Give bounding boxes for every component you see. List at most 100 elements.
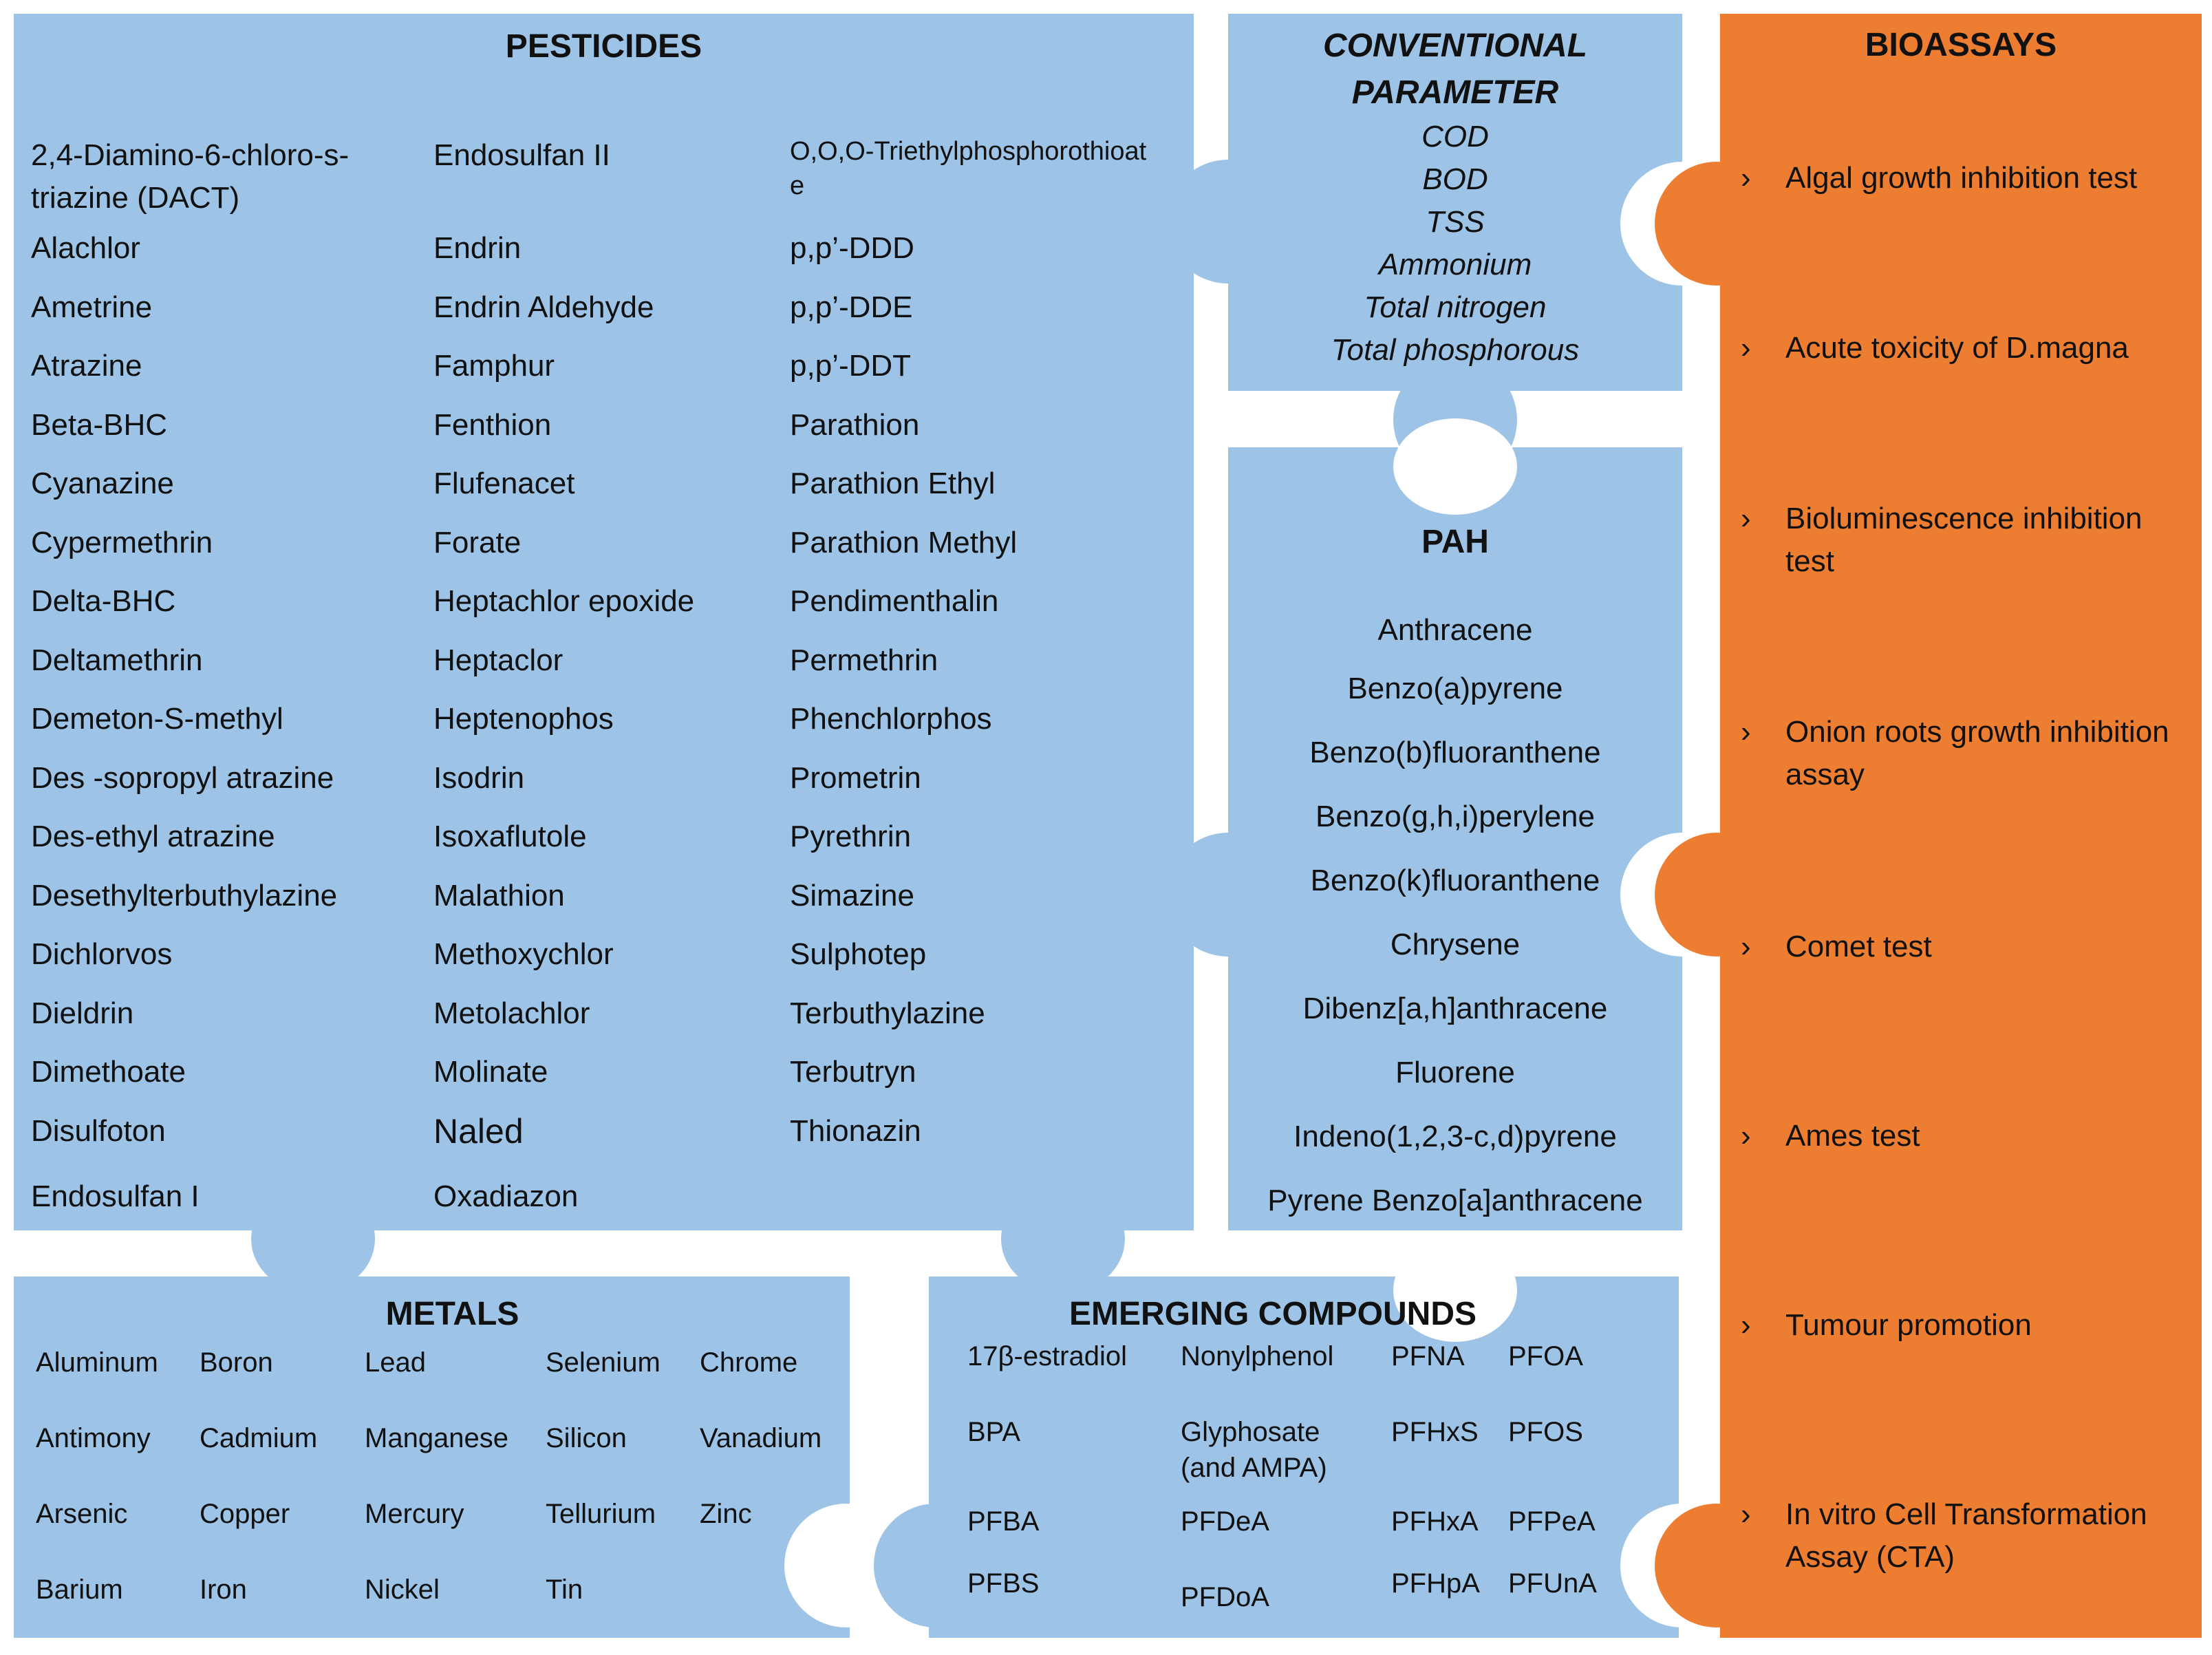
pesticides-column-3: O,O,O-Triethylphosphorothioate p,p’-DDD … — [790, 134, 1148, 1168]
list-item: Deltamethrin — [31, 643, 203, 677]
emerging-compounds-panel — [929, 1277, 1679, 1638]
list-item: Total nitrogen — [1364, 290, 1547, 324]
list-item: Indeno(1,2,3-c,d)pyrene — [1293, 1120, 1617, 1153]
list-item: Prometrin — [790, 760, 921, 795]
list-item: Endosulfan I — [31, 1179, 200, 1213]
list-item: Methoxychlor — [433, 937, 614, 971]
list-item: PFNA — [1391, 1341, 1465, 1371]
list-item: Pyrethrin — [790, 820, 912, 853]
list-item: Arsenic — [36, 1499, 128, 1529]
bioassay-label: Comet test — [1785, 930, 1932, 963]
conventional-parameter-title: CONVENTIONAL PARAMETER — [1228, 23, 1682, 116]
puzzle-knob — [1393, 418, 1517, 515]
list-item: Forate — [433, 525, 522, 559]
conventional-title-line-2: PARAMETER — [1351, 74, 1559, 111]
list-item: Sulphotep — [790, 937, 927, 971]
list-item: Naled — [433, 1111, 524, 1151]
list-item: Benzo(a)pyrene — [1347, 672, 1563, 705]
conventional-parameter-list: COD BOD TSS Ammonium Total nitrogen Tota… — [1232, 116, 1679, 372]
puzzle-knob — [1166, 833, 1290, 957]
list-item: Isodrin — [433, 760, 525, 795]
list-item: Terbutryn — [790, 1055, 916, 1089]
list-item: Nickel — [365, 1574, 440, 1605]
pesticides-panel — [14, 14, 1194, 1230]
pesticides-title: PESTICIDES — [505, 28, 702, 65]
list-item: Molinate — [433, 1055, 548, 1089]
list-item: p,p’-DDT — [790, 349, 912, 383]
emerging-column-2: Nonylphenol Glyphosate (and AMPA) PFDeA … — [1181, 1338, 1373, 1655]
list-item: 17β-estradiol — [967, 1341, 1128, 1371]
list-item: PFOA — [1508, 1341, 1583, 1371]
list-item: Vanadium — [700, 1423, 822, 1453]
list-item: Simazine — [790, 878, 914, 912]
list-item: Endrin — [433, 231, 522, 265]
pah-list: Anthracene Benzo(a)pyrene Benzo(b)fluora… — [1232, 609, 1679, 1243]
list-item: COD — [1421, 120, 1489, 153]
emerging-column-4: PFOA PFOS PFPeA PFUnA — [1508, 1338, 1611, 1641]
pah-panel — [1228, 447, 1682, 1230]
list-item: PFHxS — [1391, 1417, 1479, 1447]
list-item: Endosulfan II — [433, 138, 610, 172]
metals-column-2: Boron Cadmium Copper Iron — [200, 1345, 317, 1648]
list-item: Permethrin — [790, 643, 938, 677]
list-item: Mercury — [365, 1499, 464, 1529]
list-item: Copper — [200, 1499, 290, 1529]
list-item: Barium — [36, 1574, 123, 1605]
emerging-column-1: 17β-estradiol BPA PFBA PFBS — [967, 1338, 1174, 1641]
list-item: PFBA — [967, 1506, 1040, 1537]
list-item: Benzo(g,h,i)perylene — [1315, 800, 1595, 833]
list-item: Ammonium — [1378, 248, 1532, 281]
list-item: Fenthion — [433, 407, 552, 442]
chevron-right-icon: › — [1741, 502, 1751, 535]
list-item: Malathion — [433, 878, 565, 912]
list-item: BPA — [967, 1417, 1021, 1447]
puzzle-knob — [874, 1504, 998, 1627]
list-item: BOD — [1422, 162, 1488, 196]
emerging-column-3: PFNA PFHxS PFHxA PFHpA — [1391, 1338, 1501, 1641]
metals-panel — [14, 1277, 850, 1638]
list-item: PFBS — [967, 1568, 1040, 1599]
list-item: Alachlor — [31, 231, 140, 265]
list-item: Fluorene — [1395, 1056, 1515, 1089]
list-item: Flufenacet — [433, 467, 575, 500]
list-item: Boron — [200, 1347, 273, 1378]
list-item: Oxadiazon — [433, 1179, 579, 1213]
list-item: Antimony — [36, 1423, 151, 1453]
list-item: Des-ethyl atrazine — [31, 820, 275, 853]
list-item: Dieldrin — [31, 996, 134, 1030]
list-item: Endrin Aldehyde — [433, 290, 654, 324]
list-item: PFHpA — [1391, 1568, 1480, 1599]
list-item: Pyrene Benzo[a]anthracene — [1267, 1184, 1643, 1217]
bioassay-label: Algal growth inhibition test — [1785, 161, 2138, 195]
puzzle-knob — [1166, 160, 1290, 284]
chevron-right-icon: › — [1741, 161, 1751, 195]
list-item: Demeton-S-methyl — [31, 702, 283, 736]
list-item: PFDoA — [1181, 1582, 1269, 1612]
list-item: Benzo(b)fluoranthene — [1309, 736, 1601, 769]
list-item: Metolachlor — [433, 996, 590, 1030]
bioassays-panel — [1720, 14, 2202, 1638]
list-item: PFPeA — [1508, 1506, 1596, 1537]
metals-title: METALS — [385, 1296, 519, 1332]
list-item: Delta-BHC — [31, 584, 176, 618]
list-item: Chrome — [700, 1347, 798, 1378]
list-item: TSS — [1426, 205, 1485, 239]
list-item: Parathion Ethyl — [790, 467, 996, 500]
list-item: Cypermethrin — [31, 525, 213, 559]
list-item: Des -sopropyl atrazine — [31, 760, 334, 795]
list-item: Lead — [365, 1347, 426, 1378]
bioassay-label: In vitro Cell Transformation Assay (CTA) — [1785, 1497, 2147, 1574]
puzzle-knob — [1393, 1239, 1517, 1342]
list-item: Tin — [546, 1574, 583, 1605]
list-item: Cyanazine — [31, 467, 174, 500]
list-item: Phenchlorphos — [790, 702, 992, 736]
list-item: PFHxA — [1391, 1506, 1479, 1537]
puzzle-knob — [1655, 1504, 1779, 1627]
list-item: Glyphosate (and AMPA) — [1181, 1417, 1327, 1483]
list-item: Heptenophos — [433, 702, 614, 736]
list-item: Heptaclor — [433, 643, 563, 677]
metals-column-5: Chrome Vanadium Zinc — [700, 1345, 822, 1572]
list-item: PFDeA — [1181, 1506, 1269, 1537]
bioassay-label: Bioluminescence inhibition test — [1785, 502, 2143, 578]
list-item: Parathion — [790, 407, 920, 442]
